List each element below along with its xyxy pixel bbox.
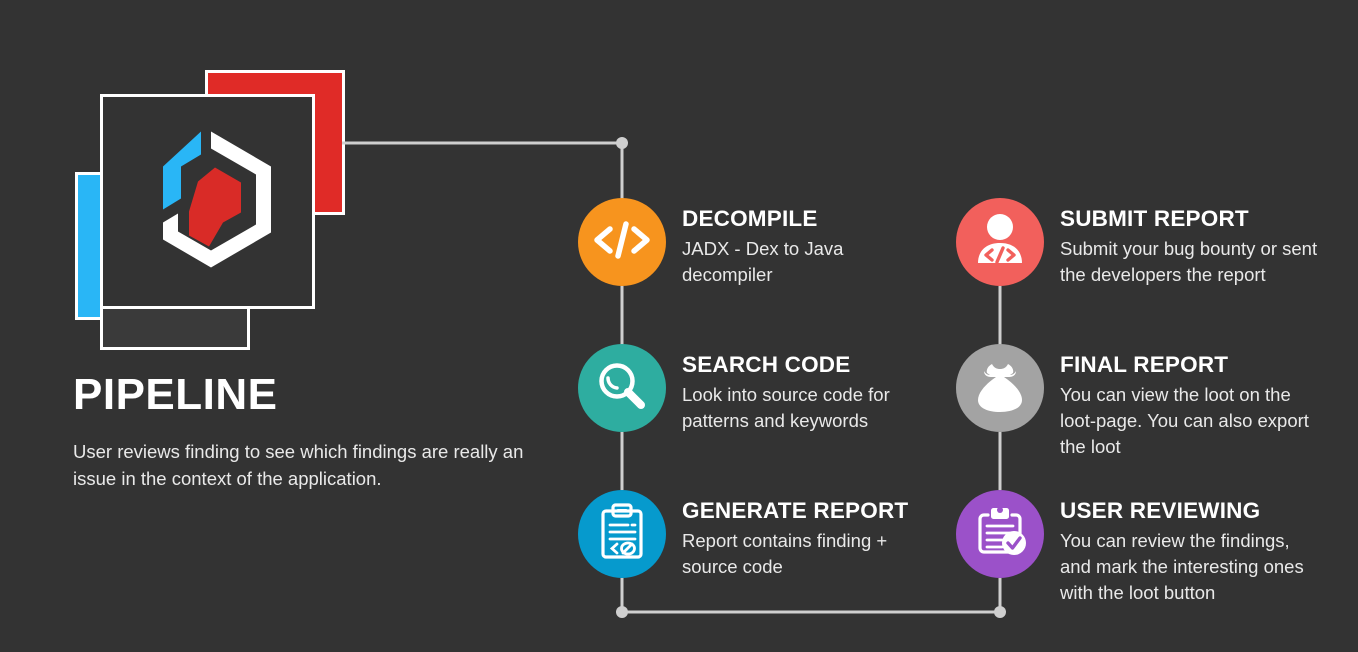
step-search-code-description: Look into source code for patterns and k…: [682, 384, 890, 431]
step-decompile-description: JADX - Dex to Java decompiler: [682, 238, 844, 285]
step-user-reviewing-description: You can review the findings, and mark th…: [1060, 530, 1304, 603]
step-final-report-text: FINAL REPORT You can view the loot on th…: [1060, 352, 1322, 460]
step-submit-report-title: SUBMIT REPORT: [1060, 206, 1249, 231]
step-user-reviewing-title: USER REVIEWING: [1060, 498, 1261, 523]
brand-logo-stack: [75, 70, 355, 350]
step-generate-report-description: Report contains finding + source code: [682, 530, 888, 577]
step-user-reviewing-bubble[interactable]: [956, 490, 1044, 578]
step-submit-report-description: Submit your bug bounty or sent the devel…: [1060, 238, 1318, 285]
step-generate-report-text: GENERATE REPORT Report contains finding …: [682, 498, 932, 580]
step-user-reviewing-text: USER REVIEWING You can review the findin…: [1060, 498, 1322, 606]
hexagon-code-logo-icon: [123, 119, 293, 284]
clipboard-code-icon: [597, 502, 647, 566]
step-search-code-bubble[interactable]: [578, 344, 666, 432]
step-final-report-description: You can view the loot on the loot-page. …: [1060, 384, 1309, 457]
step-search-code-text: SEARCH CODE Look into source code for pa…: [682, 352, 932, 434]
page-title: PIPELINE: [73, 370, 278, 419]
magnifier-icon: [595, 359, 649, 418]
step-final-report-bubble[interactable]: [956, 344, 1044, 432]
code-brackets-icon: [593, 219, 651, 266]
clipboard-check-icon: [972, 503, 1028, 566]
step-decompile-title: DECOMPILE: [682, 206, 818, 231]
step-decompile-bubble[interactable]: [578, 198, 666, 286]
money-bag-icon: [974, 358, 1026, 419]
step-submit-report-text: SUBMIT REPORT Submit your bug bounty or …: [1060, 206, 1322, 288]
step-final-report-title: FINAL REPORT: [1060, 352, 1229, 377]
step-generate-report-title: GENERATE REPORT: [682, 498, 909, 523]
step-search-code-title: SEARCH CODE: [682, 352, 851, 377]
logo-card-main: [100, 94, 315, 309]
step-decompile-text: DECOMPILE JADX - Dex to Java decompiler: [682, 206, 932, 288]
person-code-icon: [971, 211, 1029, 274]
step-generate-report-bubble[interactable]: [578, 490, 666, 578]
page-subtitle: User reviews finding to see which findin…: [73, 441, 524, 489]
step-submit-report-bubble[interactable]: [956, 198, 1044, 286]
